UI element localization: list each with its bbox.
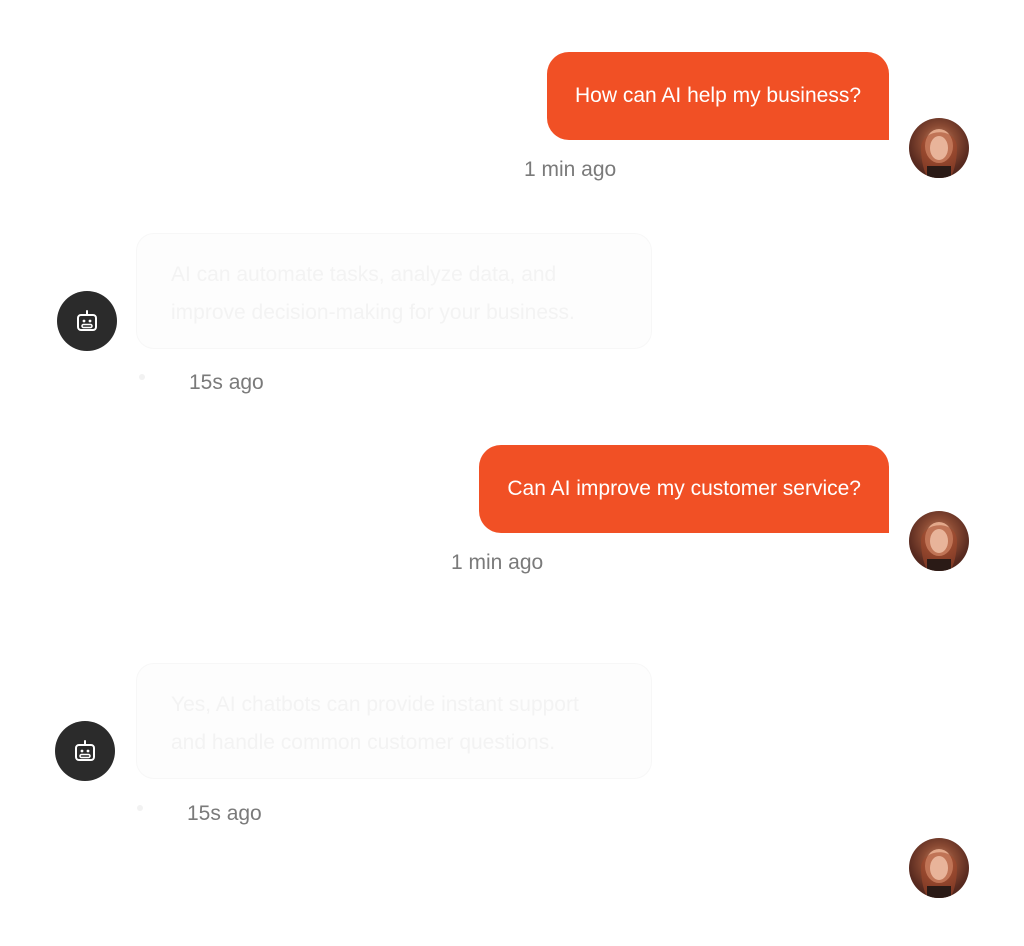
bot-message-bubble: AI can automate tasks, analyze data, and… [136, 233, 652, 349]
bot-message-text: AI can automate tasks, analyze data, and… [171, 263, 575, 324]
robot-icon [77, 310, 97, 331]
user-avatar [909, 118, 969, 178]
bot-avatar [57, 291, 117, 351]
user-avatar [909, 511, 969, 571]
message-timestamp: 1 min ago [451, 551, 544, 574]
message-timestamp: 15s ago [187, 802, 262, 825]
user-message-bubble: How can AI help my business? [547, 52, 889, 140]
bot-avatar [55, 721, 115, 781]
user-message-text: How can AI help my business? [575, 84, 861, 107]
user-message-bubble: Can AI improve my customer service? [479, 445, 889, 533]
user-message-text: Can AI improve my customer service? [507, 477, 861, 500]
bot-message-bubble: Yes, AI chatbots can provide instant sup… [136, 663, 652, 779]
user-avatar [909, 838, 969, 898]
robot-icon [75, 740, 95, 761]
message-timestamp: 1 min ago [524, 158, 617, 181]
status-dot [137, 805, 143, 811]
status-dot [139, 374, 145, 380]
message-timestamp: 15s ago [189, 371, 264, 394]
bot-message-text: Yes, AI chatbots can provide instant sup… [171, 693, 579, 754]
